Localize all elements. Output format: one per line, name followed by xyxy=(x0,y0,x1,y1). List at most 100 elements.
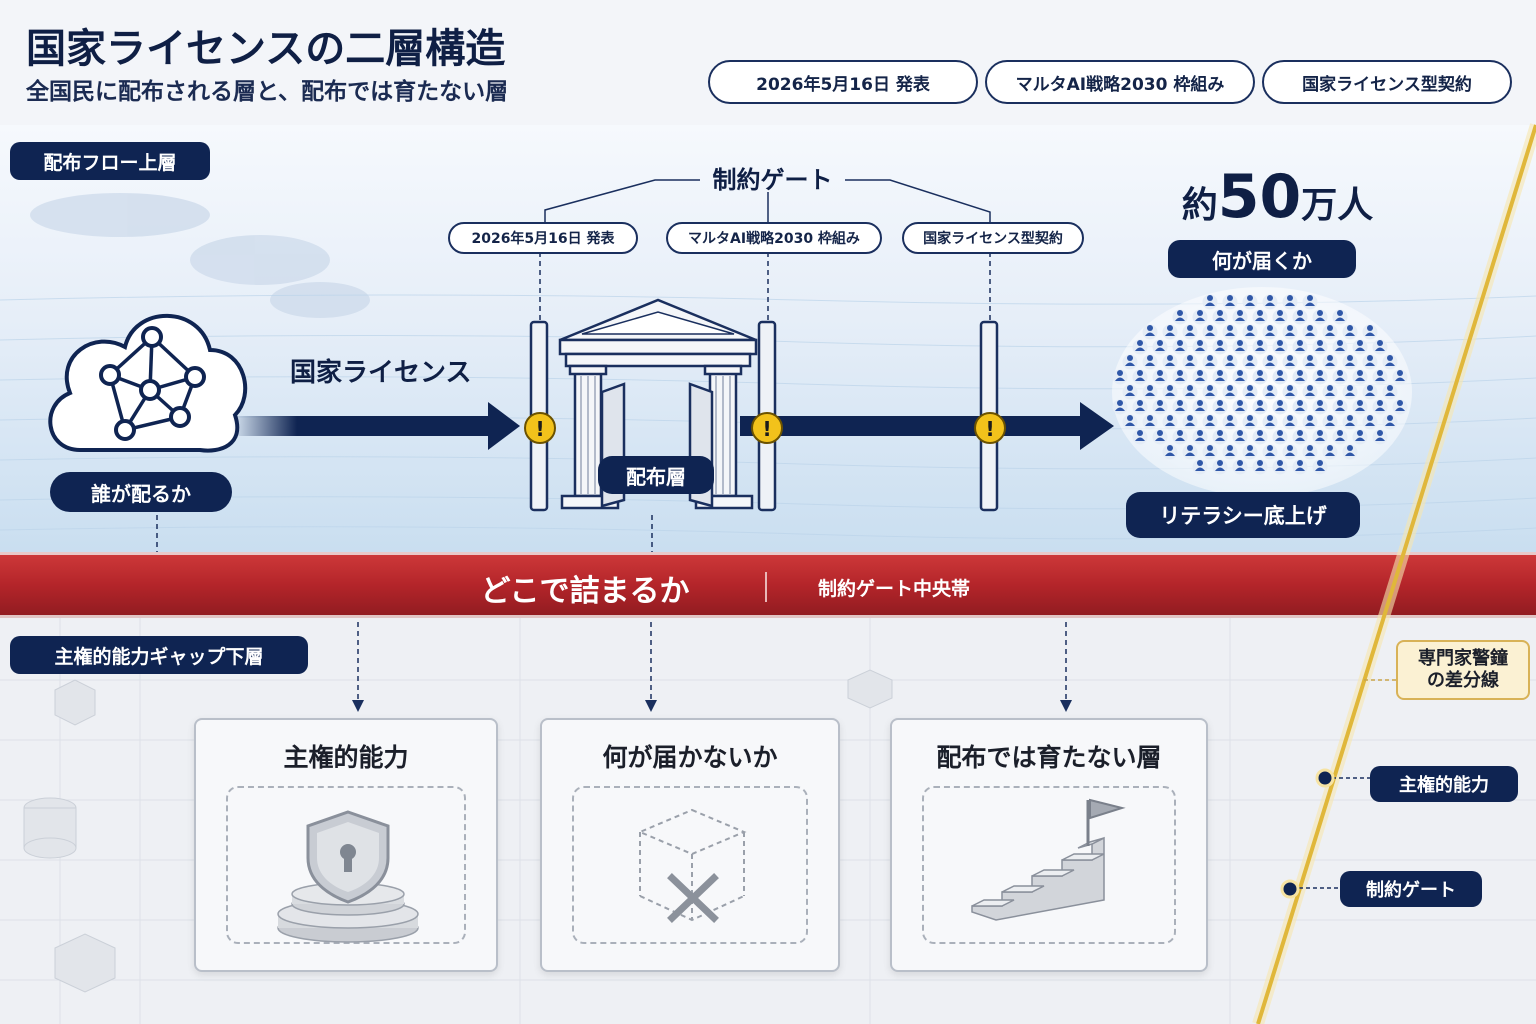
person-icon xyxy=(1312,399,1328,415)
person-icon xyxy=(1272,459,1288,475)
person-icon xyxy=(1222,324,1238,340)
person-icon xyxy=(1202,444,1218,460)
population-count: 約50万人 xyxy=(1150,162,1405,232)
person-icon xyxy=(1242,324,1258,340)
person-icon xyxy=(1302,414,1318,430)
person-icon xyxy=(1332,309,1348,325)
gate-title: 制約ゲート xyxy=(712,166,833,194)
person-icon xyxy=(1312,339,1328,355)
person-icon xyxy=(1372,369,1388,385)
person-icon xyxy=(1192,339,1208,355)
person-icon xyxy=(1132,429,1148,445)
person-icon xyxy=(1322,444,1338,460)
person-icon xyxy=(1292,459,1308,475)
person-icon xyxy=(1192,369,1208,385)
person-icon xyxy=(1252,339,1268,355)
expert-warning-diff-line-label: 専門家警鐘 の差分線 xyxy=(1396,640,1530,700)
person-icon xyxy=(1202,384,1218,400)
person-icon xyxy=(1212,309,1228,325)
person-icon xyxy=(1332,429,1348,445)
card-title: 主権的能力 xyxy=(283,743,409,772)
person-icon xyxy=(1272,309,1288,325)
card-inner-frame xyxy=(572,786,808,944)
person-icon xyxy=(1342,444,1358,460)
person-icon xyxy=(1302,294,1318,310)
person-icon xyxy=(1122,384,1138,400)
person-icon xyxy=(1322,354,1338,370)
person-icon xyxy=(1202,294,1218,310)
national-license-label: 国家ライセンス xyxy=(290,358,472,388)
person-icon xyxy=(1162,324,1178,340)
person-icon xyxy=(1172,399,1188,415)
person-icon xyxy=(1272,369,1288,385)
person-icon xyxy=(1232,399,1248,415)
shield-lock-icon xyxy=(277,810,419,943)
person-icon xyxy=(1362,354,1378,370)
diff-line-connector xyxy=(1364,679,1400,681)
person-icon xyxy=(1312,429,1328,445)
person-icon xyxy=(1232,369,1248,385)
person-icon xyxy=(1172,369,1188,385)
person-icon xyxy=(1342,414,1358,430)
person-icon xyxy=(1152,429,1168,445)
literacy-label: リテラシー底上げ xyxy=(1126,492,1360,538)
person-icon xyxy=(1142,324,1158,340)
person-icon xyxy=(1382,354,1398,370)
person-icon xyxy=(1332,339,1348,355)
person-icon xyxy=(1262,384,1278,400)
person-icon xyxy=(1182,354,1198,370)
person-icon xyxy=(1132,399,1148,415)
person-icon xyxy=(1122,414,1138,430)
person-icon xyxy=(1262,414,1278,430)
person-icon xyxy=(1242,384,1258,400)
person-icon xyxy=(1222,354,1238,370)
person-icon xyxy=(1322,324,1338,340)
person-icon xyxy=(1212,459,1228,475)
person-icon xyxy=(1282,384,1298,400)
person-icon xyxy=(1362,384,1378,400)
person-icon xyxy=(1332,369,1348,385)
person-icon xyxy=(1292,429,1308,445)
person-icon xyxy=(1212,429,1228,445)
person-icon xyxy=(1192,399,1208,415)
person-icon xyxy=(1232,339,1248,355)
card-title: 配布では育たない層 xyxy=(936,743,1162,772)
stairs-flag-icon xyxy=(971,798,1126,921)
person-icon xyxy=(1172,339,1188,355)
person-icon xyxy=(1142,384,1158,400)
person-icon xyxy=(1332,399,1348,415)
person-icon xyxy=(1262,444,1278,460)
person-icon xyxy=(1272,339,1288,355)
gate-tag-contract: 国家ライセンス型契約 xyxy=(902,222,1084,254)
person-icon xyxy=(1222,414,1238,430)
person-icon xyxy=(1372,339,1388,355)
person-icon xyxy=(1252,369,1268,385)
count-prefix: 約 xyxy=(1181,185,1218,226)
person-icon xyxy=(1342,324,1358,340)
person-icon xyxy=(1312,459,1328,475)
person-icon xyxy=(1162,354,1178,370)
flow-arrow-right xyxy=(740,416,1085,436)
person-icon xyxy=(1162,444,1178,460)
person-icon xyxy=(1162,414,1178,430)
person-icon xyxy=(1292,339,1308,355)
person-icon xyxy=(1252,399,1268,415)
person-icon xyxy=(1322,384,1338,400)
person-icon xyxy=(1282,414,1298,430)
person-icon xyxy=(1232,309,1248,325)
person-icon xyxy=(1192,459,1208,475)
person-icon xyxy=(1222,294,1238,310)
person-icon xyxy=(1352,339,1368,355)
svg-text:!: ! xyxy=(535,417,544,441)
person-icon xyxy=(1142,354,1158,370)
crowd-people-icon xyxy=(1112,294,1408,475)
who-distributes-label: 誰が配るか xyxy=(50,472,232,512)
flow-arrow-left xyxy=(232,416,492,436)
person-icon xyxy=(1152,339,1168,355)
person-icon xyxy=(1382,414,1398,430)
person-icon xyxy=(1212,399,1228,415)
gate-tag-strategy: マルタAI戦略2030 枠組み xyxy=(666,222,882,254)
person-icon xyxy=(1272,429,1288,445)
person-icon xyxy=(1182,384,1198,400)
svg-text:!: ! xyxy=(762,417,771,441)
